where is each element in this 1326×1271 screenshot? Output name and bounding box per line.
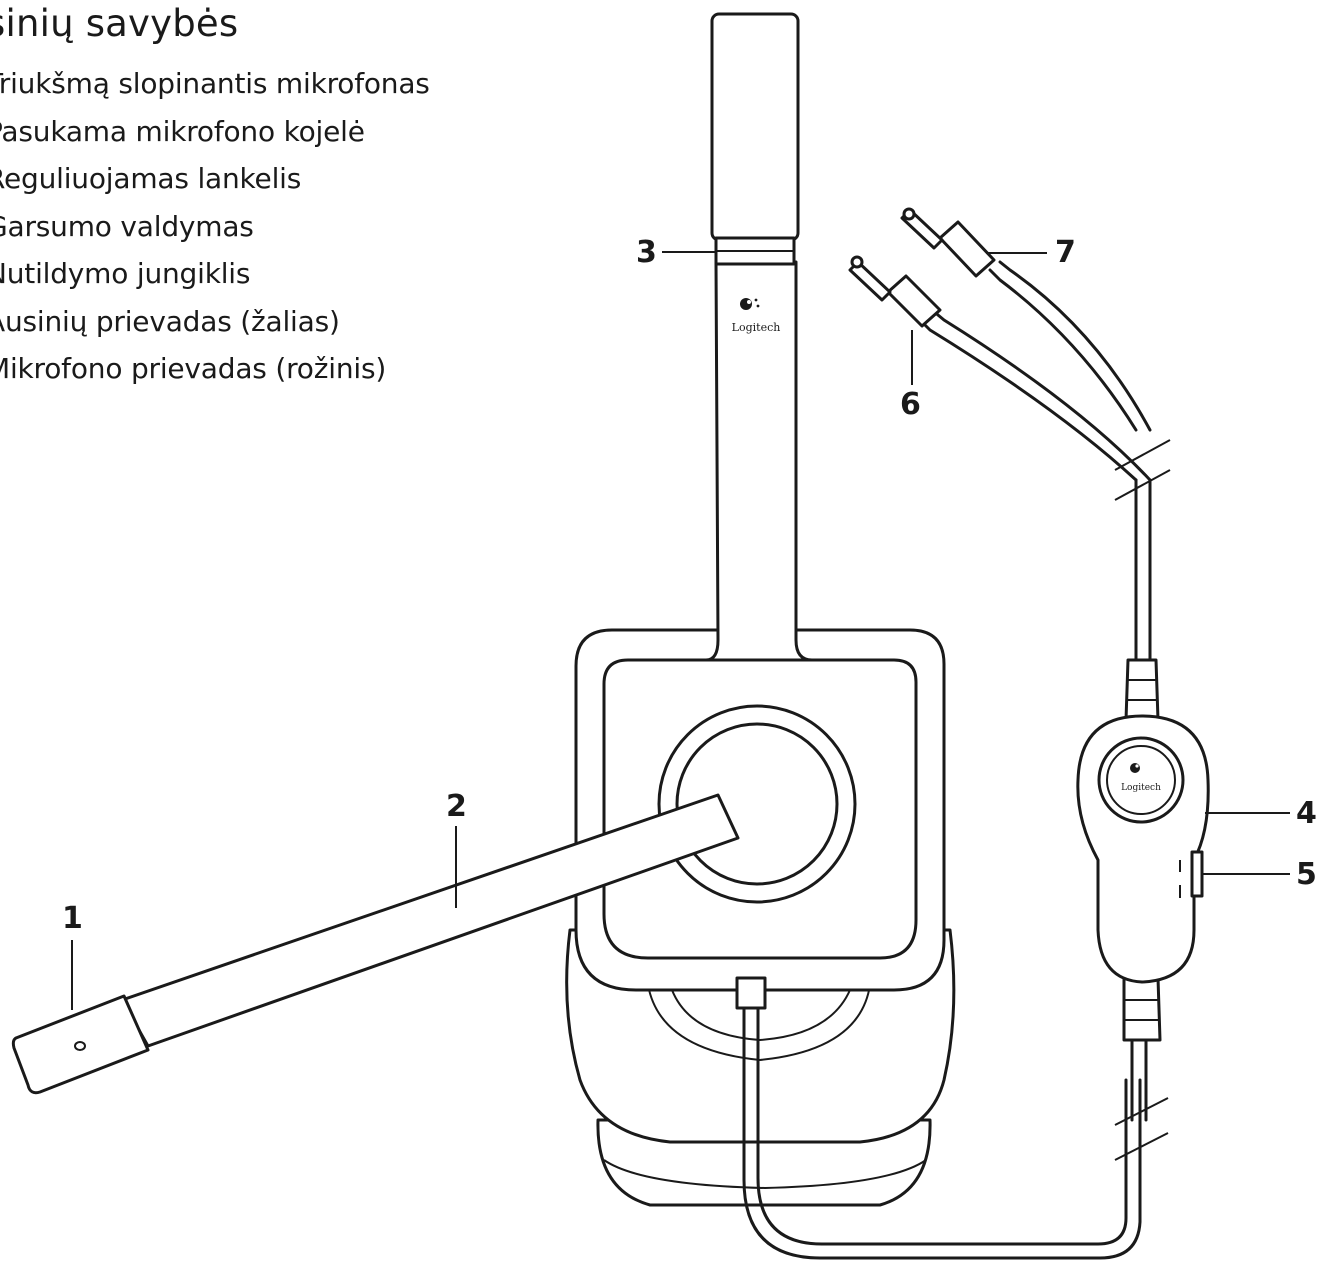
feature-item-5: Nutildymo jungiklis [0,257,251,290]
inline-control: Logitech [1076,658,1210,1042]
headband-logo-label: Logitech [732,321,781,334]
control-logo-label: Logitech [1121,783,1161,793]
mic-plug-icon [848,255,942,328]
earcup [574,628,946,992]
feature-item-6: Ausinių prievadas (žalias) [0,304,340,338]
feature-item-4: Garsumo valdymas [0,209,254,243]
callout-3: 3 [636,235,657,270]
callout-4: 4 [1296,796,1317,831]
callout-5: 5 [1296,857,1317,892]
feature-item-1: Triukšmą slopinantis mikrofonas [0,67,430,100]
feature-item-3: Reguliuojamas lankelis [0,162,302,195]
headphone-plug-icon [900,207,996,278]
logitech-logo-icon: Logitech [732,298,781,334]
feature-item-2: Pasukama mikrofono kojelė [0,114,365,148]
mic-boom [11,793,740,1095]
callout-1: 1 [62,901,83,936]
callout-7: 7 [1055,235,1076,270]
feature-item-7: Mikrofono prievadas (rožinis) [0,352,387,385]
feature-list: Triukšmą slopinantis mikrofonas Pasukama… [0,60,430,393]
callout-2: 2 [446,789,467,824]
callout-lines [71,251,1290,1010]
headset-cable [735,439,1171,1260]
callout-6: 6 [900,387,921,422]
audio-plugs [848,207,1152,482]
page-title: sinių savybės [0,2,239,45]
headband: Logitech [704,12,814,662]
